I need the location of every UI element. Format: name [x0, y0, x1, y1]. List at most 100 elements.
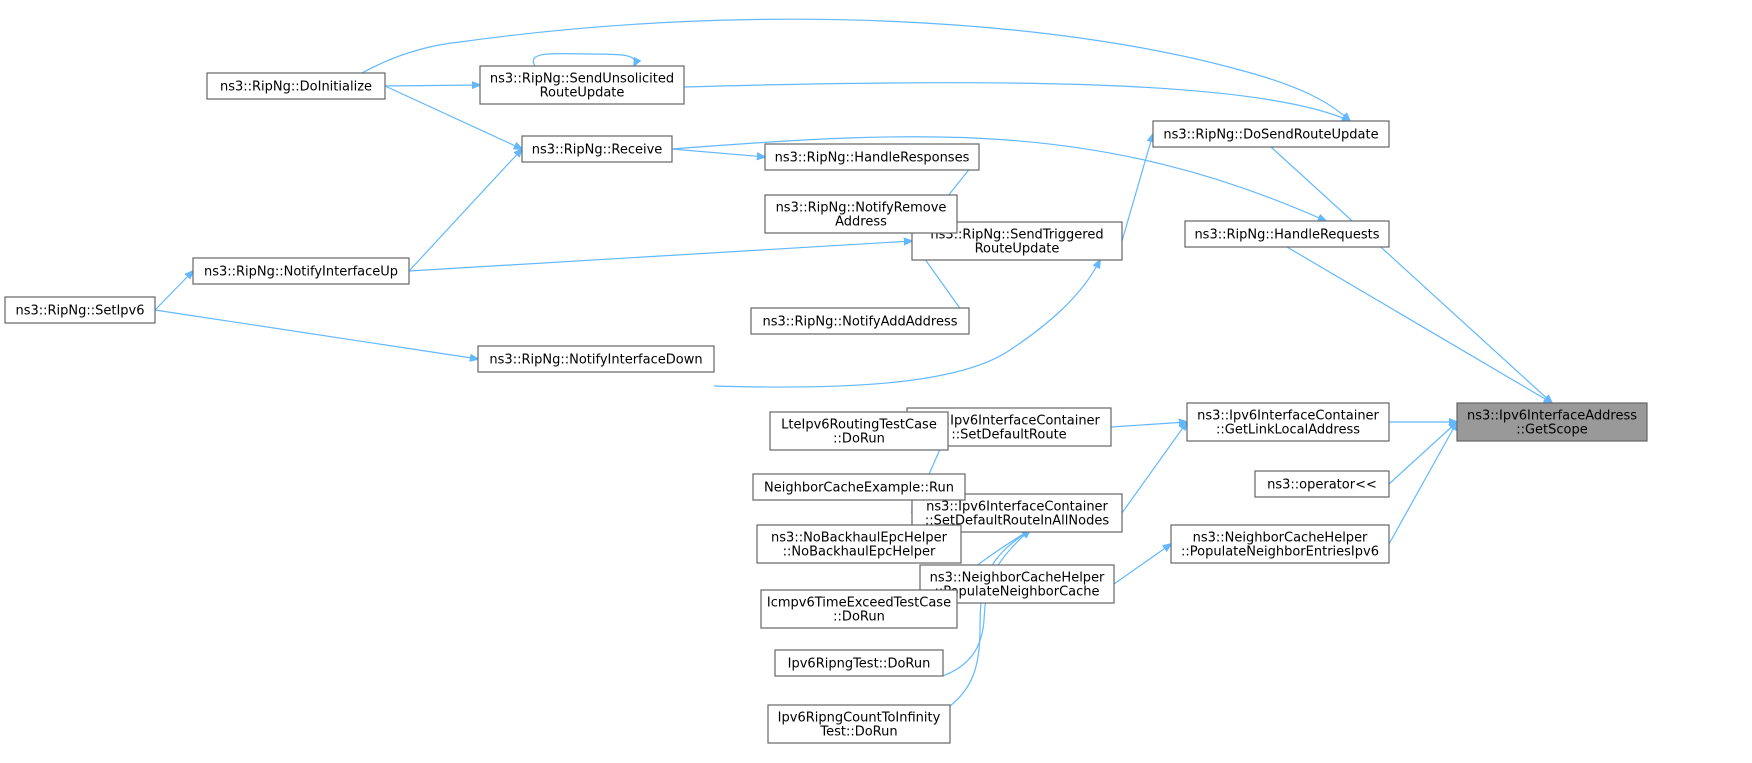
node-label: Address	[835, 215, 887, 230]
node-handleresponses[interactable]: ns3::RipNg::HandleResponses	[764, 143, 980, 171]
edge-operator-to-getscope	[1388, 422, 1457, 485]
node-label: ::PopulateNeighborCache	[934, 585, 1099, 600]
node-box	[764, 194, 958, 234]
node-label: ::SetDefaultRouteInAllNodes	[925, 514, 1109, 529]
node-box	[4, 296, 156, 324]
node-layer: ns3::Ipv6InterfaceAddress::GetScopens3::…	[4, 65, 1648, 744]
node-label: ns3::RipNg::NotifyRemove	[776, 201, 947, 216]
node-label: ::DoRun	[833, 610, 885, 625]
node-notifyadd[interactable]: ns3::RipNg::NotifyAddAddress	[750, 307, 970, 335]
edge-receive-to-handlerequests	[671, 136, 1326, 221]
node-label: ns3::RipNg::Receive	[532, 143, 663, 158]
edge-ripngtest-to-setdefaultrouteall	[942, 530, 1030, 677]
edge-notifyifdown-to-sendtriggered	[713, 260, 1100, 388]
node-box	[479, 65, 685, 105]
node-label: ns3::RipNg::DoInitialize	[220, 80, 372, 95]
node-box	[764, 143, 980, 171]
node-box	[1152, 120, 1390, 148]
node-notifyifup[interactable]: ns3::RipNg::NotifyInterfaceUp	[192, 257, 410, 285]
edge-handlerequests-to-getscope	[1286, 246, 1552, 403]
node-receive[interactable]: ns3::RipNg::Receive	[521, 135, 673, 163]
edge-notifyifup-to-sendtriggered	[408, 241, 912, 272]
node-populateneighborentries[interactable]: ns3::NeighborCacheHelper::PopulateNeighb…	[1170, 524, 1390, 564]
node-label: Test::DoRun	[819, 725, 897, 740]
node-dosendrouteupdate[interactable]: ns3::RipNg::DoSendRouteUpdate	[1152, 120, 1390, 148]
node-box	[1170, 524, 1390, 564]
node-box	[774, 649, 944, 677]
edge-doinitialize-to-dosendrouteupdate	[339, 18, 1350, 121]
node-label: ns3::Ipv6InterfaceContainer	[926, 500, 1108, 515]
node-label: ns3::NoBackhaulEpcHelper	[771, 531, 948, 546]
node-label: ns3::RipNg::SendUnsolicited	[490, 72, 674, 87]
node-label: ns3::RipNg::NotifyInterfaceDown	[489, 353, 702, 368]
node-label: Ipv6RipngTest::DoRun	[788, 657, 931, 672]
node-box	[521, 135, 673, 163]
node-label: ::GetLinkLocalAddress	[1216, 423, 1360, 438]
node-box	[1184, 220, 1390, 248]
edge-setdefaultrouteall-to-getlinklocaladdress	[1121, 422, 1187, 514]
node-label: ns3::Ipv6InterfaceContainer	[918, 414, 1100, 429]
node-box	[477, 345, 715, 373]
node-label: ::GetScope	[1516, 423, 1588, 438]
node-box	[1456, 402, 1648, 442]
node-doinitialize[interactable]: ns3::RipNg::DoInitialize	[206, 72, 386, 100]
node-box	[767, 704, 951, 744]
node-label: ns3::operator<<	[1267, 478, 1377, 493]
edge-setipv6-to-notifyifup	[154, 271, 193, 311]
edge-doinitialize-to-receive	[384, 85, 522, 149]
node-box	[769, 411, 949, 451]
node-notifyifdown[interactable]: ns3::RipNg::NotifyInterfaceDown	[477, 345, 715, 373]
node-label: ns3::Ipv6InterfaceContainer	[1197, 409, 1379, 424]
edge-notifyifup-to-receive	[408, 149, 522, 272]
node-operator[interactable]: ns3::operator<<	[1254, 470, 1390, 498]
node-box	[760, 589, 958, 629]
node-label: Ipv6RipngCountToInfinity	[778, 711, 941, 726]
node-box	[756, 524, 962, 564]
node-ripngtest[interactable]: Ipv6RipngTest::DoRun	[774, 649, 944, 677]
node-label: ns3::NeighborCacheHelper	[930, 571, 1105, 586]
node-icmpv6[interactable]: Icmpv6TimeExceedTestCase::DoRun	[760, 589, 958, 629]
node-getscope[interactable]: ns3::Ipv6InterfaceAddress::GetScope	[1456, 402, 1648, 442]
node-label: ::PopulateNeighborEntriesIpv6	[1181, 545, 1379, 560]
node-label: ns3::RipNg::HandleRequests	[1194, 228, 1379, 243]
edge-populateneighborcache-to-populateneighborentries	[1113, 544, 1171, 585]
node-lteipv6[interactable]: LteIpv6RoutingTestCase::DoRun	[769, 411, 949, 451]
node-box	[1186, 402, 1390, 442]
edge-sendunsolicited-to-sendunsolicited	[532, 52, 635, 66]
node-box	[192, 257, 410, 285]
node-handlerequests[interactable]: ns3::RipNg::HandleRequests	[1184, 220, 1390, 248]
edge-doinitialize-to-sendunsolicited	[384, 85, 480, 86]
node-label: ::NoBackhaulEpcHelper	[783, 545, 936, 560]
node-label: ::DoRun	[833, 432, 885, 447]
edge-receive-to-handleresponses	[671, 148, 765, 157]
node-neighborcacheexample[interactable]: NeighborCacheExample::Run	[752, 473, 966, 501]
node-label: ns3::RipNg::SetIpv6	[15, 304, 144, 319]
node-label: ns3::RipNg::NotifyAddAddress	[762, 315, 957, 330]
node-label: NeighborCacheExample::Run	[764, 481, 954, 496]
node-label: ns3::NeighborCacheHelper	[1193, 531, 1368, 546]
node-box	[752, 473, 966, 501]
edge-populateneighborentries-to-getscope	[1388, 422, 1457, 545]
edge-setipv6-to-notifyifdown	[154, 309, 478, 359]
node-setdefaultrouteall[interactable]: ns3::Ipv6InterfaceContainer::SetDefaultR…	[911, 493, 1123, 533]
node-label: ns3::RipNg::DoSendRouteUpdate	[1163, 128, 1378, 143]
node-label: Icmpv6TimeExceedTestCase	[767, 596, 951, 611]
node-setipv6[interactable]: ns3::RipNg::SetIpv6	[4, 296, 156, 324]
node-nobackhaul[interactable]: ns3::NoBackhaulEpcHelper::NoBackhaulEpcH…	[756, 524, 962, 564]
node-label: LteIpv6RoutingTestCase	[781, 418, 937, 433]
node-label: ns3::Ipv6InterfaceAddress	[1467, 409, 1637, 424]
edge-sendunsolicited-to-dosendrouteupdate	[683, 82, 1350, 121]
edge-countinfinity-to-setdefaultrouteall	[949, 530, 1030, 707]
node-label: ::SetDefaultRoute	[951, 428, 1066, 443]
node-getlinklocaladdress[interactable]: ns3::Ipv6InterfaceContainer::GetLinkLoca…	[1186, 402, 1390, 442]
edge-sendtriggered-to-dosendrouteupdate	[1121, 134, 1153, 242]
edge-dosendrouteupdate-to-getscope	[1270, 146, 1552, 403]
edge-setdefaultroute-to-getlinklocaladdress	[1110, 422, 1187, 428]
node-label: ns3::RipNg::SendTriggered	[930, 228, 1103, 243]
node-label: RouteUpdate	[975, 242, 1060, 257]
node-box	[206, 72, 386, 100]
